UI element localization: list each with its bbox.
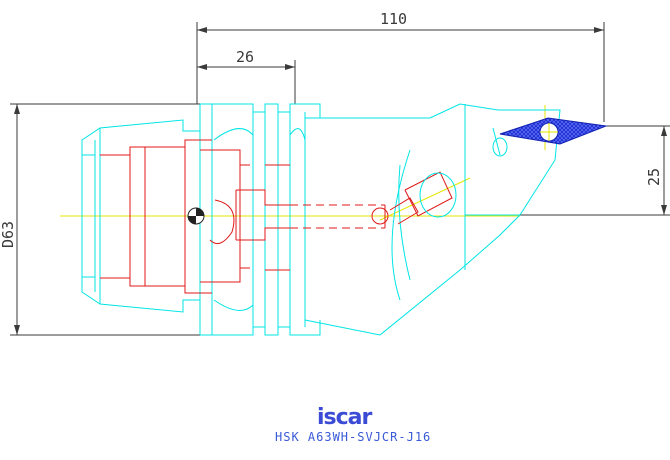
dimension-110: 110: [196, 10, 605, 122]
dimension-d63: D63: [0, 103, 212, 336]
hidden-lines: [100, 139, 457, 294]
dimension-110-label: 110: [380, 10, 407, 28]
product-designation: HSK A63WH-SVJCR-J16: [275, 430, 431, 444]
dimension-d63-label: D63: [0, 221, 17, 248]
logo-text: iscar: [317, 405, 373, 430]
hsk-shank-outline: [81, 103, 561, 336]
dimension-25: 25: [500, 125, 670, 216]
dimension-25-label: 25: [645, 168, 663, 186]
iscar-logo: iscar: [317, 405, 374, 430]
cutting-insert: [499, 117, 608, 145]
center-mark-icon: [187, 207, 205, 225]
centerlines: [60, 105, 575, 221]
dimension-26-label: 26: [236, 48, 254, 66]
dimension-26: 26: [197, 48, 296, 104]
